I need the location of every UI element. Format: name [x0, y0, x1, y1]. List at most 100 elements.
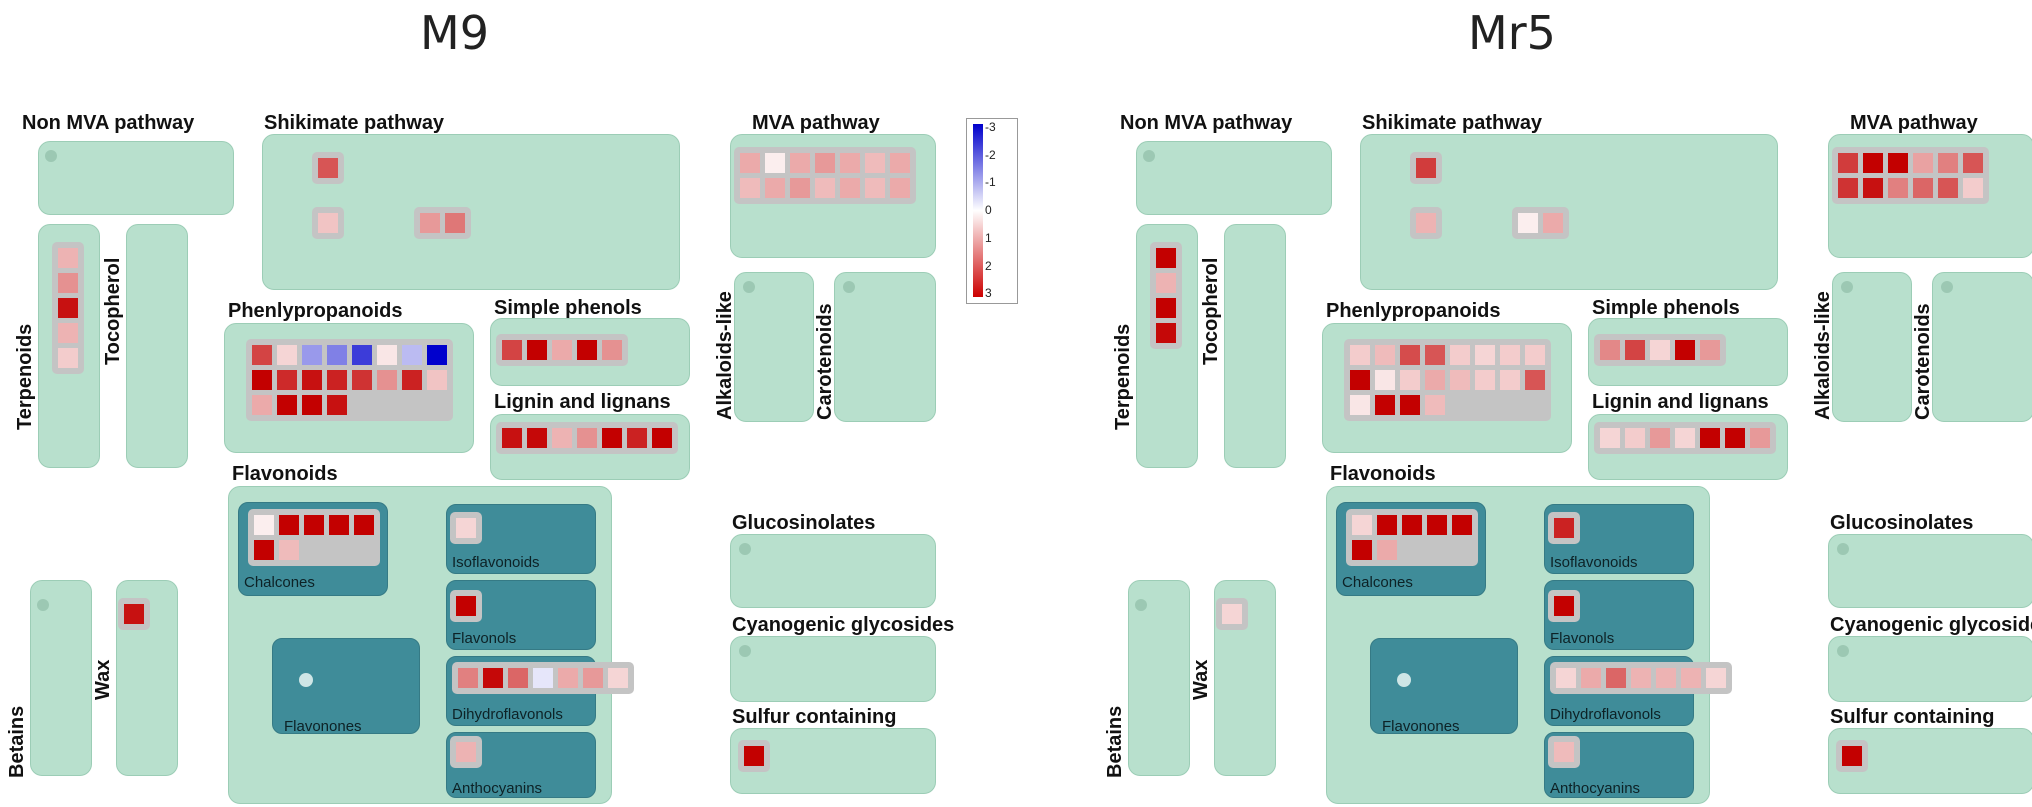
heatmap-cell — [1518, 213, 1538, 233]
node-dot — [1941, 281, 1953, 293]
heatmap-cell — [1500, 370, 1520, 390]
betains-label: Betains — [1104, 705, 1126, 778]
heatmap-cell — [427, 370, 447, 390]
betains-label: Betains — [6, 705, 28, 778]
heatmap-cell — [279, 515, 299, 535]
heatmap-cell — [456, 596, 476, 616]
heatmap-cell — [1675, 428, 1695, 448]
heatmap-cell — [302, 395, 322, 415]
heatmap-cell — [1377, 515, 1397, 535]
heatmap-cell — [1375, 395, 1395, 415]
anthocyanins-label: Anthocyanins — [452, 780, 543, 797]
heatmap-cell — [318, 158, 338, 178]
flavonols-label: Flavonols — [452, 630, 517, 647]
heatmap-cell — [1888, 178, 1908, 198]
legend-tick: -1 — [985, 175, 996, 189]
pathway-panel-m9: M9 Non MVA pathway Shikimate pathway MVA… — [0, 0, 954, 807]
flavonols-cell-group — [450, 590, 482, 622]
heatmap-cell — [483, 668, 503, 688]
heatmap-cell — [277, 345, 297, 365]
shikimate-a-cell-group — [312, 152, 344, 184]
heatmap-cell — [1600, 340, 1620, 360]
heatmap-cell — [402, 370, 422, 390]
heatmap-cell — [445, 213, 465, 233]
shikimate-label: Shikimate pathway — [264, 112, 445, 134]
heatmap-cell — [1400, 370, 1420, 390]
heatmap-cell — [1400, 395, 1420, 415]
heatmap-cell — [502, 340, 522, 360]
lignin-label: Lignin and lignans — [1592, 391, 1769, 413]
heatmap-cell — [1681, 668, 1701, 688]
heatmap-cell — [302, 345, 322, 365]
wax-cell-group — [1216, 598, 1248, 630]
heatmap-cell — [552, 340, 572, 360]
heatmap-cell — [652, 428, 672, 448]
heatmap-cell — [1525, 370, 1545, 390]
heatmap-cell — [1156, 248, 1176, 268]
heatmap-cell — [1625, 340, 1645, 360]
heatmap-cell — [327, 370, 347, 390]
heatmap-cell — [1842, 746, 1862, 766]
flavonoids-label: Flavonoids — [232, 463, 338, 485]
heatmap-cell — [254, 540, 274, 560]
shikimate-c-cell-group — [414, 207, 471, 239]
heatmap-cell — [1425, 370, 1445, 390]
heatmap-cell — [456, 742, 476, 762]
heatmap-cell — [583, 668, 603, 688]
dihydroflavonols-cell-group — [1550, 662, 1732, 694]
flavonoids-label: Flavonoids — [1330, 463, 1436, 485]
chalcones-cell-group — [1346, 509, 1478, 566]
heatmap-cell — [327, 395, 347, 415]
tocopherol-box — [126, 224, 188, 468]
cyanogenic-box — [1828, 636, 2032, 702]
cyanogenic-box — [730, 636, 936, 702]
legend-tick: 2 — [985, 259, 992, 273]
glucosinolates-label: Glucosinolates — [1830, 512, 1974, 534]
dihydroflavonols-cell-group — [452, 662, 634, 694]
heatmap-cell — [1750, 428, 1770, 448]
heatmap-cell — [533, 668, 553, 688]
heatmap-cell — [577, 428, 597, 448]
heatmap-cell — [1352, 515, 1372, 535]
mva-label: MVA pathway — [752, 112, 880, 134]
flavonones-label: Flavonones — [284, 718, 362, 735]
shikimate-a-cell-group — [1410, 152, 1442, 184]
node-dot — [1135, 599, 1147, 611]
terpenoids-cell-group — [52, 242, 84, 374]
heatmap-cell — [608, 668, 628, 688]
flavonones-label: Flavonones — [1382, 718, 1460, 735]
heatmap-cell — [1600, 428, 1620, 448]
heatmap-cell — [1963, 178, 1983, 198]
heatmap-cell — [58, 273, 78, 293]
heatmap-cell — [302, 370, 322, 390]
legend-tick: -2 — [985, 148, 996, 162]
heatmap-cell — [744, 746, 764, 766]
carotenoids-label: Carotenoids — [814, 303, 836, 420]
betains-box — [30, 580, 92, 776]
heatmap-cell — [1863, 178, 1883, 198]
lignin-cell-group — [1594, 422, 1776, 454]
node-dot — [739, 543, 751, 555]
shikimate-c-cell-group — [1512, 207, 1569, 239]
heatmap-cell — [815, 178, 835, 198]
heatmap-cell — [1156, 323, 1176, 343]
node-dot — [299, 673, 313, 687]
heatmap-cell — [558, 668, 578, 688]
tocopherol-box — [1224, 224, 1286, 468]
heatmap-cell — [1450, 370, 1470, 390]
betains-box — [1128, 580, 1190, 776]
heatmap-cell — [1863, 153, 1883, 173]
node-dot — [1143, 150, 1155, 162]
sulfur-label: Sulfur containing — [1830, 706, 1995, 728]
heatmap-cell — [1425, 345, 1445, 365]
alkaloids-label: Alkaloids-like — [1812, 291, 1834, 420]
panel-title: Mr5 — [1468, 6, 1556, 60]
heatmap-cell — [1963, 153, 1983, 173]
heatmap-cell — [1888, 153, 1908, 173]
heatmap-cell — [1350, 345, 1370, 365]
heatmap-cell — [1650, 340, 1670, 360]
heatmap-cell — [1416, 213, 1436, 233]
phenyl-cell-group — [1344, 339, 1551, 421]
simple-phenols-cell-group — [1594, 334, 1726, 366]
heatmap-cell — [1725, 428, 1745, 448]
